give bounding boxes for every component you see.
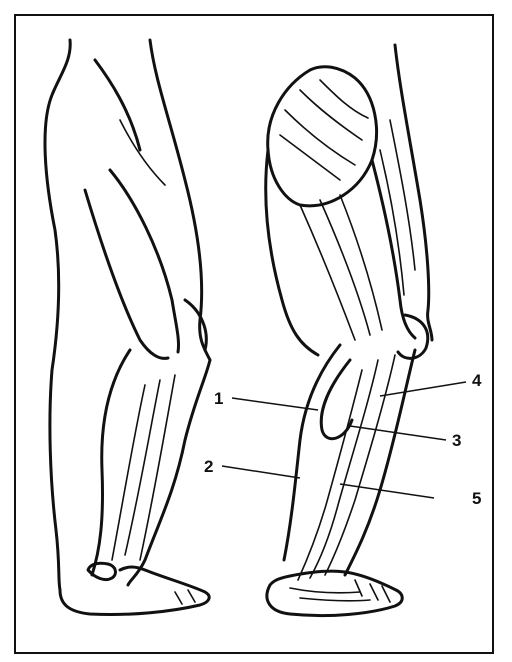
callout-label-4: 4 [472,372,481,389]
leader-line-4 [380,382,466,396]
leader-line-1 [232,398,318,410]
callout-label-1: 1 [214,390,223,407]
callout-label-5: 5 [472,490,481,507]
left-leg-outline [45,40,210,615]
leader-line-2 [222,466,300,478]
callout-label-2: 2 [204,458,213,475]
right-leg-muscles [266,45,432,616]
leader-line-3 [350,426,446,440]
callout-label-3: 3 [452,432,461,449]
leader-line-5 [340,484,434,498]
